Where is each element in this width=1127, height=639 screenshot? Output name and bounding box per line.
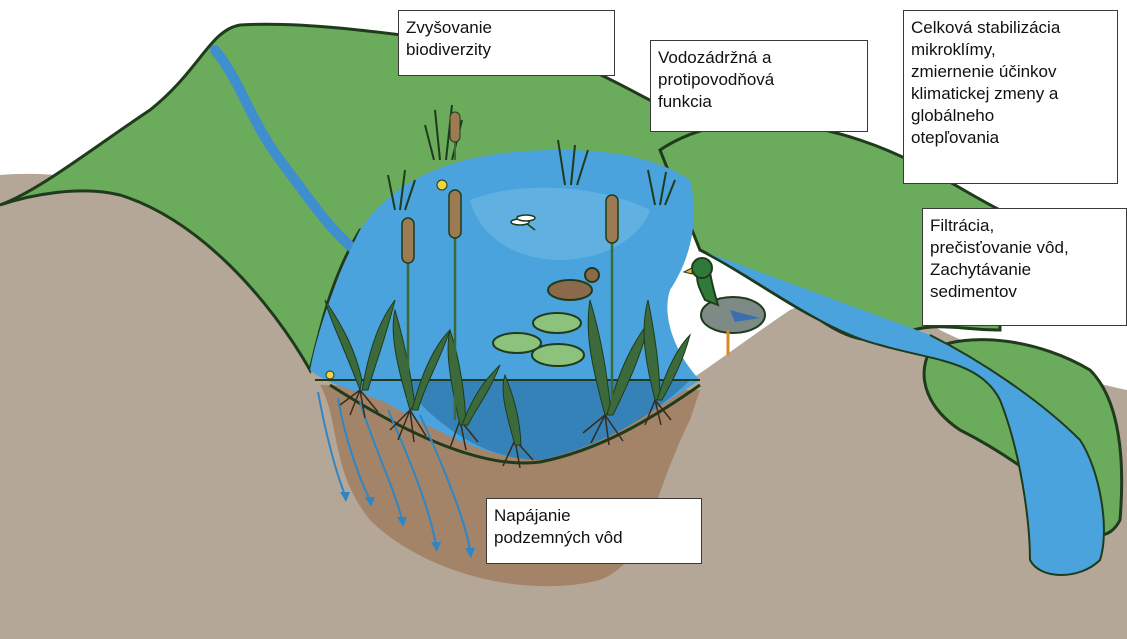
label-line: zmiernenie účinkov	[911, 61, 1110, 83]
label-line: sedimentov	[930, 281, 1119, 303]
cattail-icon	[449, 190, 461, 238]
water-lily-icon	[532, 344, 584, 366]
label-line: prečisťovanie vôd,	[930, 237, 1119, 259]
label-line: biodiverzity	[406, 39, 607, 61]
label-line: Vodozádržná a	[658, 47, 860, 69]
label-line: Zvyšovanie	[406, 17, 607, 39]
label-line: klimatickej zmeny a	[911, 83, 1110, 105]
label-biodiversity: Zvyšovanie biodiverzity	[398, 10, 615, 76]
label-line: podzemných vôd	[494, 527, 694, 549]
cattail-icon	[450, 112, 460, 142]
label-line: Napájanie	[494, 505, 694, 527]
label-line: funkcia	[658, 91, 860, 113]
label-line: Celková stabilizácia	[911, 17, 1110, 39]
duck-body	[548, 280, 592, 300]
label-line: mikroklímy,	[911, 39, 1110, 61]
mallard-beak	[684, 268, 692, 274]
dragonfly-wing	[517, 215, 535, 221]
label-groundwater-recharge: Napájanie podzemných vôd	[486, 498, 702, 564]
mallard-head	[692, 258, 712, 278]
yellow-flower-icon	[326, 371, 334, 379]
label-line: otepľovania	[911, 127, 1110, 149]
water-lily-icon	[533, 313, 581, 333]
cattail-icon	[606, 195, 618, 243]
cattail-icon	[402, 218, 414, 263]
label-line: Zachytávanie	[930, 259, 1119, 281]
label-filtration: Filtrácia, prečisťovanie vôd, Zachytávan…	[922, 208, 1127, 326]
yellow-flower-icon	[437, 180, 447, 190]
label-line: globálneho	[911, 105, 1110, 127]
label-line: protipovodňová	[658, 69, 860, 91]
label-line: Filtrácia,	[930, 215, 1119, 237]
label-water-retention: Vodozádržná a protipovodňová funkcia	[650, 40, 868, 132]
duck-head	[585, 268, 599, 282]
label-climate-stabilization: Celková stabilizácia mikroklímy, zmierne…	[903, 10, 1118, 184]
